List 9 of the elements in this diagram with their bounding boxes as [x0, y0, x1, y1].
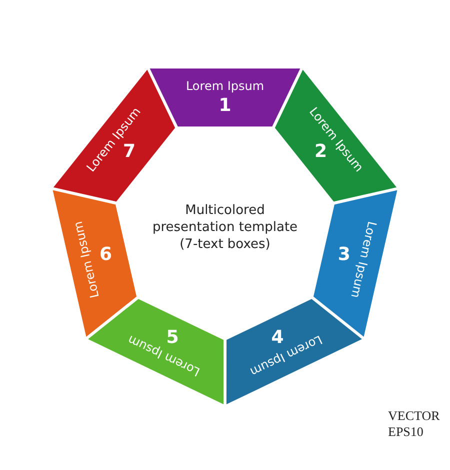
- piece-number: 5: [164, 326, 180, 349]
- piece-number: 6: [98, 244, 114, 266]
- center-text: Multicolored presentation template (7-text boxes): [151, 202, 299, 253]
- piece-number: 7: [122, 140, 137, 163]
- format-note: VECTOR EPS10: [388, 408, 441, 440]
- piece-label: Lorem Ipsum: [186, 79, 264, 94]
- piece-number: 2: [313, 140, 328, 163]
- piece-number: 4: [270, 326, 286, 349]
- piece-number: 1: [218, 95, 232, 117]
